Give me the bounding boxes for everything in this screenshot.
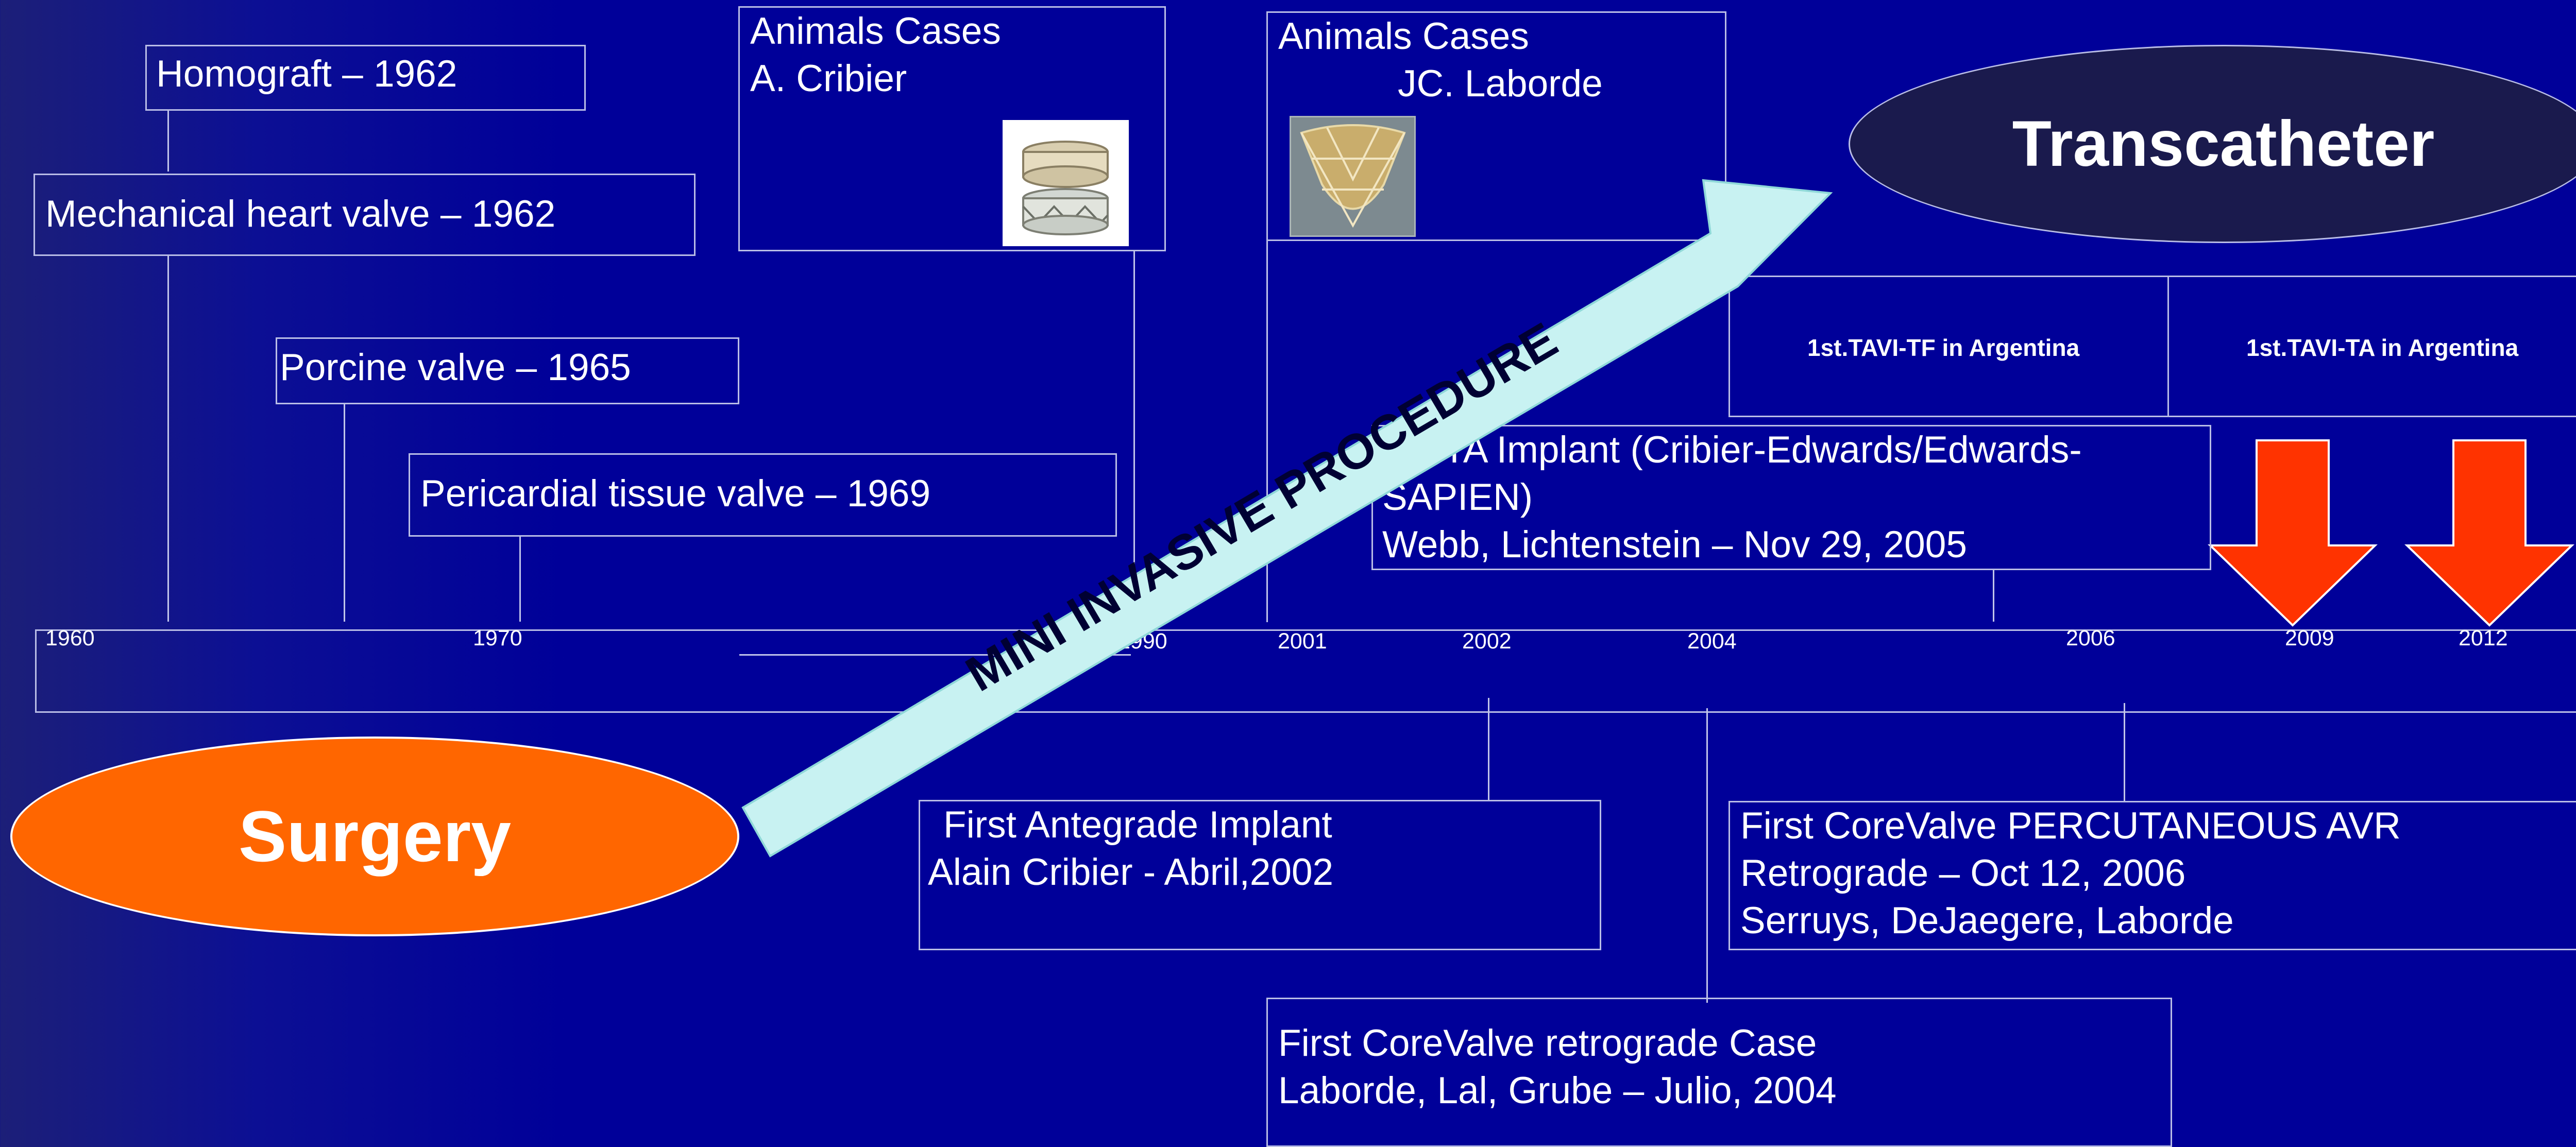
ta-implant-line1: 1st.TA Implant (Cribier-Edwards/Edwards-	[1382, 429, 2082, 471]
argentina-ta-box: 1st.TAVI-TA in Argentina	[2167, 276, 2576, 417]
connector-homograft	[167, 111, 169, 172]
connector-pericardial	[519, 536, 521, 622]
corevalve-retro-line1: First CoreValve retrograde Case	[1278, 1022, 1817, 1064]
surgery-ellipse: Surgery	[10, 737, 739, 936]
year-2009: 2009	[2285, 626, 2334, 650]
animals-cribier-name: A. Cribier	[750, 58, 907, 99]
event-animals-laborde: Animals Cases JC. Laborde	[1266, 11, 1726, 241]
event-homograft-text: Homograft – 1962	[156, 53, 457, 95]
valve-image-cribier	[1003, 120, 1129, 246]
event-antegrade: First Antegrade Implant Alain Cribier - …	[919, 800, 1601, 950]
connector-mechanical	[167, 255, 169, 622]
event-corevalve-percutaneous: First CoreValve PERCUTANEOUS AVR Retrogr…	[1728, 801, 2576, 950]
corevalve-retro-line2: Laborde, Lal, Grube – Julio, 2004	[1278, 1070, 1837, 1111]
transcatheter-ellipse: Transcatheter	[1849, 45, 2576, 243]
argentina-tf-box: 1st.TAVI-TF in Argentina	[1728, 276, 2169, 417]
corevalve-perc-line1: First CoreValve PERCUTANEOUS AVR	[1740, 805, 2401, 847]
down-arrow-2009	[2208, 439, 2378, 627]
connector-corevalve-perc	[2124, 703, 2125, 801]
year-2002: 2002	[1462, 629, 1512, 654]
animals-cribier-title: Animals Cases	[750, 10, 1001, 52]
valve-image-laborde	[1290, 116, 1416, 237]
ta-implant-line2: SAPIEN)	[1382, 476, 1533, 518]
event-mechanical: Mechanical heart valve – 1962	[33, 174, 696, 256]
event-corevalve-retrograde: First CoreValve retrograde Case Laborde,…	[1266, 998, 2172, 1147]
year-1960: 1960	[45, 626, 95, 650]
event-ta-implant: 1st.TA Implant (Cribier-Edwards/Edwards-…	[1371, 425, 2211, 570]
year-2012: 2012	[2459, 626, 2508, 650]
antegrade-line1: First Antegrade Implant	[943, 804, 1332, 846]
event-animals-cribier: Animals Cases A. Cribier	[738, 6, 1166, 251]
event-porcine: Porcine valve – 1965	[276, 337, 739, 404]
event-porcine-text: Porcine valve – 1965	[280, 347, 631, 388]
animals-laborde-name: JC. Laborde	[1398, 63, 1603, 105]
connector-antegrade	[1488, 698, 1489, 800]
ta-implant-line3: Webb, Lichtenstein – Nov 29, 2005	[1382, 524, 1967, 566]
connector-corevalve-retro	[1706, 708, 1708, 1003]
surgery-label: Surgery	[238, 796, 512, 877]
corevalve-perc-line2: Retrograde – Oct 12, 2006	[1740, 852, 2186, 894]
event-pericardial-text: Pericardial tissue valve – 1969	[420, 473, 931, 515]
transcatheter-label: Transcatheter	[2012, 108, 2435, 180]
event-mechanical-text: Mechanical heart valve – 1962	[45, 193, 556, 235]
event-homograft: Homograft – 1962	[145, 45, 586, 111]
timeline-1990-tick	[739, 654, 1131, 656]
argentina-tf-text: 1st.TAVI-TF in Argentina	[1807, 334, 2080, 361]
antegrade-line2: Alain Cribier - Abril,2002	[928, 851, 1334, 893]
year-1970: 1970	[473, 626, 522, 650]
connector-laborde	[1266, 241, 1268, 622]
year-2001: 2001	[1278, 629, 1327, 654]
year-1990: 1990	[1118, 629, 1167, 654]
connector-cribier	[1133, 251, 1135, 622]
connector-ta-implant	[1993, 569, 1994, 622]
animals-laborde-title: Animals Cases	[1278, 15, 1529, 57]
year-2006: 2006	[2066, 626, 2115, 650]
connector-porcine	[344, 404, 345, 622]
down-arrow-2012	[2404, 439, 2574, 627]
corevalve-perc-line3: Serruys, DeJaegere, Laborde	[1740, 900, 2234, 941]
event-pericardial: Pericardial tissue valve – 1969	[409, 453, 1117, 537]
argentina-ta-text: 1st.TAVI-TA in Argentina	[2246, 334, 2519, 361]
year-2004: 2004	[1687, 629, 1737, 654]
